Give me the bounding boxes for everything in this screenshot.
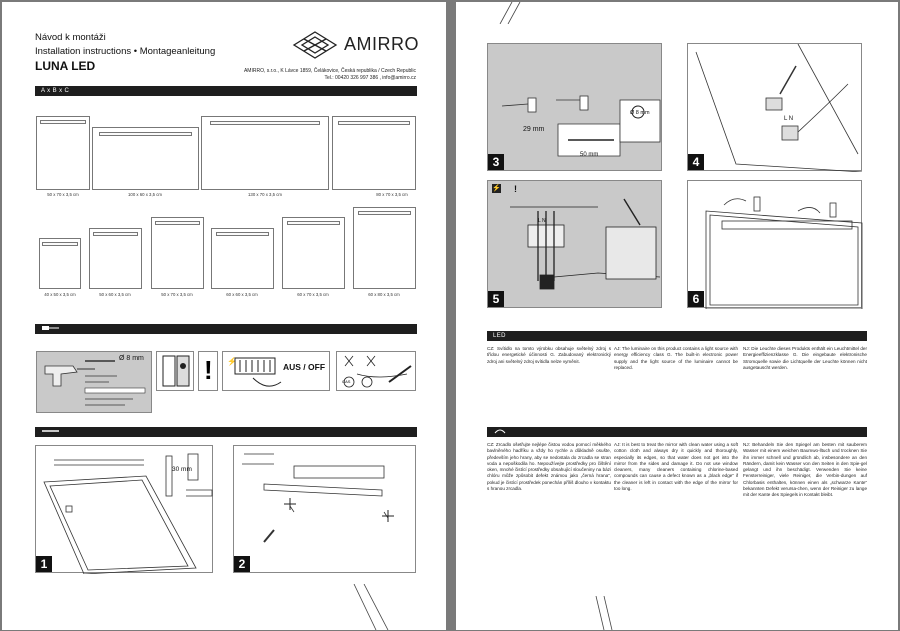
dimension-29mm: 29 mm	[523, 126, 545, 133]
decorative-lines	[595, 596, 613, 630]
mirror-size-label: 40 x 50 x 3,5 cm	[44, 292, 76, 297]
section-care-bar	[487, 427, 867, 437]
mirror-drawing	[211, 228, 274, 289]
step-1-number: 1	[36, 556, 52, 572]
manual-page-left: Návod k montáži Installation instruction…	[2, 2, 446, 630]
step-1-panel: 30 mm 1	[35, 445, 213, 575]
section-led-bar: LED	[487, 331, 867, 341]
wiring-connection-illustration	[695, 43, 863, 173]
led-text-en: AJ: The luminaire on this product contai…	[614, 346, 738, 370]
step-2-number: 2	[234, 556, 250, 572]
title-cz: Návod k montáži	[35, 32, 106, 43]
mirror-size-label: 50 x 70 x 3,5 cm	[161, 292, 193, 297]
step-3-number: 3	[488, 154, 504, 170]
step-4-panel: L N 4	[687, 43, 863, 173]
step-5-number: 5	[488, 291, 504, 307]
amirro-logo-icon	[292, 31, 338, 59]
dimension-50mm: 50 mm	[580, 152, 599, 158]
mirror-size-label: 60 x 60 x 3,5 cm	[226, 292, 258, 297]
cleaning-icon	[494, 429, 506, 434]
mirror-drawing	[282, 217, 345, 289]
dimension-drill: Ø 8 mm	[630, 110, 650, 116]
mirror-size-label: 50 x 70 x 3,5 cm	[47, 192, 79, 197]
electrical-wiring-illustration	[510, 198, 661, 290]
socket-icon	[162, 355, 190, 387]
decorative-lines	[353, 584, 389, 630]
section-dimensions-bar: A x B x C	[35, 86, 417, 96]
company-contact: Tel.: 00420 326 997 386 , info@amirro.cz	[324, 75, 416, 81]
mirror-size-label: 60 x 70 x 3,5 cm	[297, 292, 329, 297]
step-1-dimension: 30 mm	[172, 466, 192, 473]
mirror-drawing	[39, 238, 81, 289]
mirror-drawing	[151, 217, 204, 289]
section-led-label: LED	[493, 333, 506, 339]
step-3-panel: 29 mm 50 mm Ø 8 mm 3	[487, 43, 662, 171]
care-text-cz: CZ: Zrcadlo ošetřujte nejlépe čistou vod…	[487, 442, 611, 492]
drill-size-label: Ø 8 mm	[119, 355, 144, 362]
level-marking-illustration	[242, 453, 394, 543]
step-2-panel: 2	[233, 445, 416, 573]
mirror-drawing	[92, 127, 199, 190]
cable-detector-icon	[343, 355, 412, 388]
mirror-size-label: 100 x 60 x 3,5 cm	[128, 192, 162, 197]
step-5-ln-label: L N	[538, 218, 546, 224]
cables-box: GAS	[336, 351, 416, 391]
exclamation-icon: !	[204, 355, 213, 385]
led-text-cz: CZ: Svítidlo na tomto výrobku obsahuje s…	[487, 346, 611, 364]
mirror-drawing	[353, 207, 416, 289]
caution-icon: !	[514, 184, 517, 194]
svg-text:⚡: ⚡	[227, 356, 237, 366]
mirror-size-label: 50 x 60 x 3,5 cm	[99, 292, 131, 297]
section-tools-bar	[35, 324, 417, 334]
step-6-number: 6	[688, 291, 704, 307]
tools-drill-box: Ø 8 mm	[36, 351, 152, 413]
care-text-en: AJ: It is best to treat the mirror with …	[614, 442, 738, 492]
screwdriver-icon	[42, 326, 59, 331]
step-4-ln-label: L N	[784, 116, 794, 122]
power-off-box: ⚡ AUS / OFF	[222, 351, 330, 391]
company-address: AMIRRO, s.r.o., K Lávce 1859, Čelákovice…	[243, 68, 416, 74]
step-4-number: 4	[688, 154, 704, 170]
mirror-drawing	[36, 116, 90, 190]
step-6-panel: 6	[687, 180, 863, 310]
mirror-hanging-illustration	[705, 196, 863, 310]
pencil-icon	[42, 430, 59, 433]
aus-off-label: AUS / OFF	[283, 362, 326, 372]
wall-socket-box	[156, 351, 194, 391]
drilling-illustration	[501, 95, 661, 157]
step-5-panel: ⚡ ! L N 5	[487, 180, 662, 308]
product-name: LUNA LED	[35, 59, 96, 73]
care-text-de: NJ: Behandeln Sie den Spiegel am besten …	[743, 442, 867, 498]
section-dimensions-label: A x B x C	[41, 88, 70, 94]
mirror-drawing	[332, 116, 416, 190]
drill-icon	[44, 360, 146, 406]
title-en-de: Installation instructions • Montageanlei…	[35, 46, 216, 57]
mirror-drawing	[89, 228, 142, 289]
warning-box: !	[198, 351, 218, 391]
mirror-size-label: 80 x 70 x 3,5 cm	[376, 192, 408, 197]
led-text-de: NJ: Die Leuchte dieses Produkts enthält …	[743, 346, 867, 370]
mirror-size-label: 60 x 80 x 3,5 cm	[368, 292, 400, 297]
electric-hazard-icon: ⚡	[492, 184, 501, 193]
mirror-size-label: 130 x 70 x 3,5 cm	[248, 192, 282, 197]
decorative-lines	[499, 2, 521, 24]
section-mounting-bar	[35, 427, 417, 437]
brand-name: AMIRRO	[344, 34, 419, 54]
fuse-box-icon: ⚡	[227, 356, 282, 387]
mirror-drawing	[201, 116, 329, 190]
manual-page-right: 29 mm 50 mm Ø 8 mm 3 L N 4	[456, 2, 898, 630]
mirror-bracket-illustration	[43, 453, 213, 575]
gas-label: GAS	[342, 379, 351, 384]
